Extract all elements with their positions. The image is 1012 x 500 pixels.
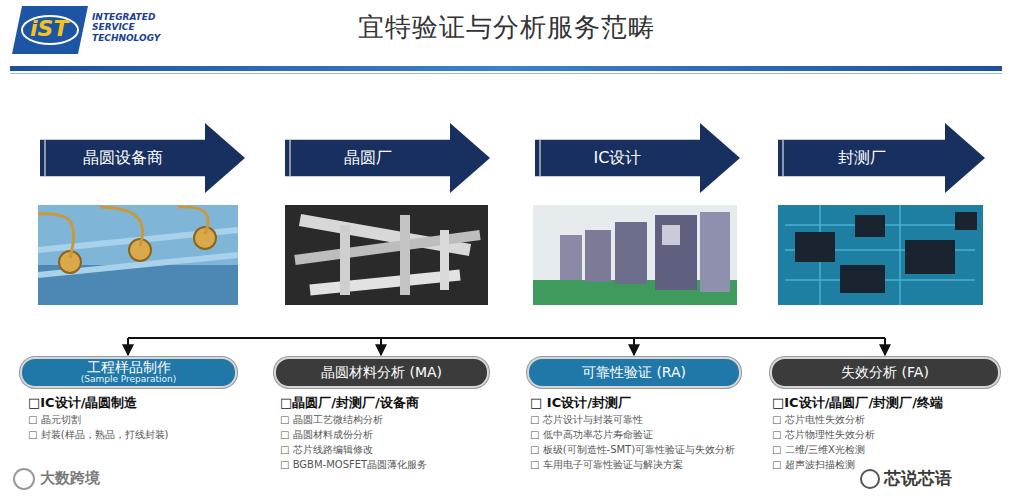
list-item: □ BGBM-MOSFET晶圆薄化服务 [280,459,427,471]
list-item: □ 晶圆工艺微结构分析 [280,414,383,426]
watermark-icon [14,469,34,489]
node-label: 晶圆设备商 [83,149,163,167]
list-item: □ 低中高功率芯片寿命验证 [530,429,653,441]
column-heading: □IC设计/晶圆制造 [28,395,137,411]
arrow-stripe [539,140,541,176]
node-label: 失效分析 (FA) [841,365,929,380]
list-item: □ 晶元切割 [28,414,81,426]
column-heading: □ IC设计/封测厂 [530,395,631,411]
arrow-shape [535,123,740,193]
brand-name: INTEGRATED SERVICE TECHNOLOGY [92,12,172,43]
arrow-stripe [44,140,46,176]
list-item: □ 二维/三维X光检测 [772,444,865,456]
arrow-shape [778,123,985,193]
list-item: □ 芯片物理性失效分析 [772,429,875,441]
logo-text: iST [30,16,68,42]
list-item: □ 芯片线路编辑修改 [280,444,373,456]
node-label: 封测厂 [838,149,886,167]
arrow-stripe [289,140,291,176]
list-item: □ 芯片设计与封装可靠性 [530,414,643,426]
stage-arrow: IC设计 [535,123,740,193]
arrow-shape [40,123,245,193]
stage-arrow: 晶圆厂 [285,123,490,193]
stage-arrow: 晶圆设备商 [40,123,245,193]
header-rule [10,66,1002,71]
lab-photo [533,205,737,305]
list-item: □ 晶圆材料成份分析 [280,429,373,441]
stage-arrow: 封测厂 [778,123,985,193]
service-pill: 失效分析 (FA) [770,357,1000,388]
node-label: 工程样品制作 [87,360,171,375]
service-pill: 可靠性验证 (RA) [527,357,741,388]
arrow-stripe [782,140,784,176]
column-heading: □晶圆厂/封测厂/设备商 [280,395,419,411]
arrow-shape [285,123,490,193]
service-pill: 晶圆材料分析 (MA) [274,357,489,388]
node-subtitle: (Sample Preparation) [81,375,177,385]
list-item: □ 板级(可制造性-SMT)可靠性验证与失效分析 [530,444,735,456]
list-item: □ 封装(样品，熟品，打线封装) [28,429,168,441]
bondwire-photo [38,205,238,305]
header-rule [10,73,1002,74]
node-label: IC设计 [594,149,642,167]
watermark: 大数跨境 [40,469,100,487]
distribution-bracket [128,338,885,355]
node-label: 晶圆材料分析 (MA) [321,365,442,380]
logo-badge [12,6,88,54]
logo-ring [22,16,78,44]
list-item: □ 芯片电性失效分析 [772,414,865,426]
sem-photo [285,205,488,305]
pcb-photo [778,205,983,305]
watermark-icon [861,470,879,488]
service-pill: 工程样品制作(Sample Preparation) [20,357,237,388]
list-item: □ 超声波扫描检测 [772,459,855,471]
node-label: 晶圆厂 [344,149,392,167]
node-label: 可靠性验证 (RA) [582,365,686,380]
list-item: □ 车用电子可靠性验证与解决方案 [530,459,683,471]
watermark: 芯说芯语 [884,468,952,488]
column-heading: □IC设计/晶圆厂/封测厂/终端 [772,395,943,411]
